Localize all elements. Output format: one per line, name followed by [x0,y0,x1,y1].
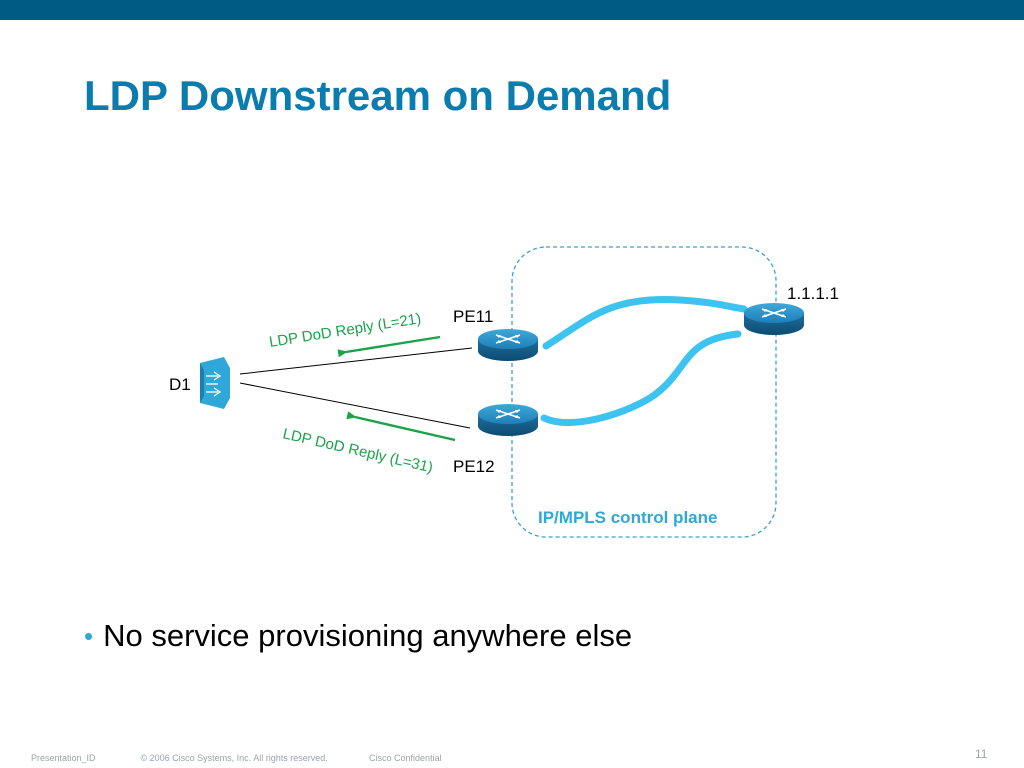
bullet-list: • No service provisioning anywhere else [84,618,632,654]
access-node-icon [200,357,230,409]
reply-label-top: LDP DoD Reply (L=21) [268,310,422,351]
top-bar [0,0,1024,20]
link-pe12-core [540,330,742,426]
node-label-d1: D1 [169,375,191,394]
reply-arrow-top [337,335,441,358]
bullet-text: No service provisioning anywhere else [103,618,633,653]
node-label-pe12: PE12 [453,457,495,476]
footer-presentation-id: Presentation_ID [31,753,96,763]
link-pe11-core [542,296,748,350]
router-icon [477,328,539,362]
node-label-core: 1.1.1.1 [787,284,839,303]
bullet-item: • No service provisioning anywhere else [84,618,632,654]
footer: Presentation_ID © 2006 Cisco Systems, In… [31,753,442,763]
control-plane-label: IP/MPLS control plane [538,508,717,527]
link-d1-pe11 [239,347,473,375]
footer-confidential: Cisco Confidential [369,753,442,763]
control-plane-boundary [511,246,777,538]
router-icon [477,403,539,437]
page-number: 11 [975,747,988,761]
footer-copyright: © 2006 Cisco Systems, Inc. All rights re… [140,753,328,763]
router-icon [743,302,805,336]
link-d1-pe12 [239,382,471,429]
node-label-pe11: PE11 [453,307,493,326]
reply-label-bottom: LDP DoD Reply (L=31) [281,425,434,476]
reply-arrow-bottom [346,411,456,442]
bullet-icon: • [84,620,94,651]
slide-title: LDP Downstream on Demand [84,72,672,119]
